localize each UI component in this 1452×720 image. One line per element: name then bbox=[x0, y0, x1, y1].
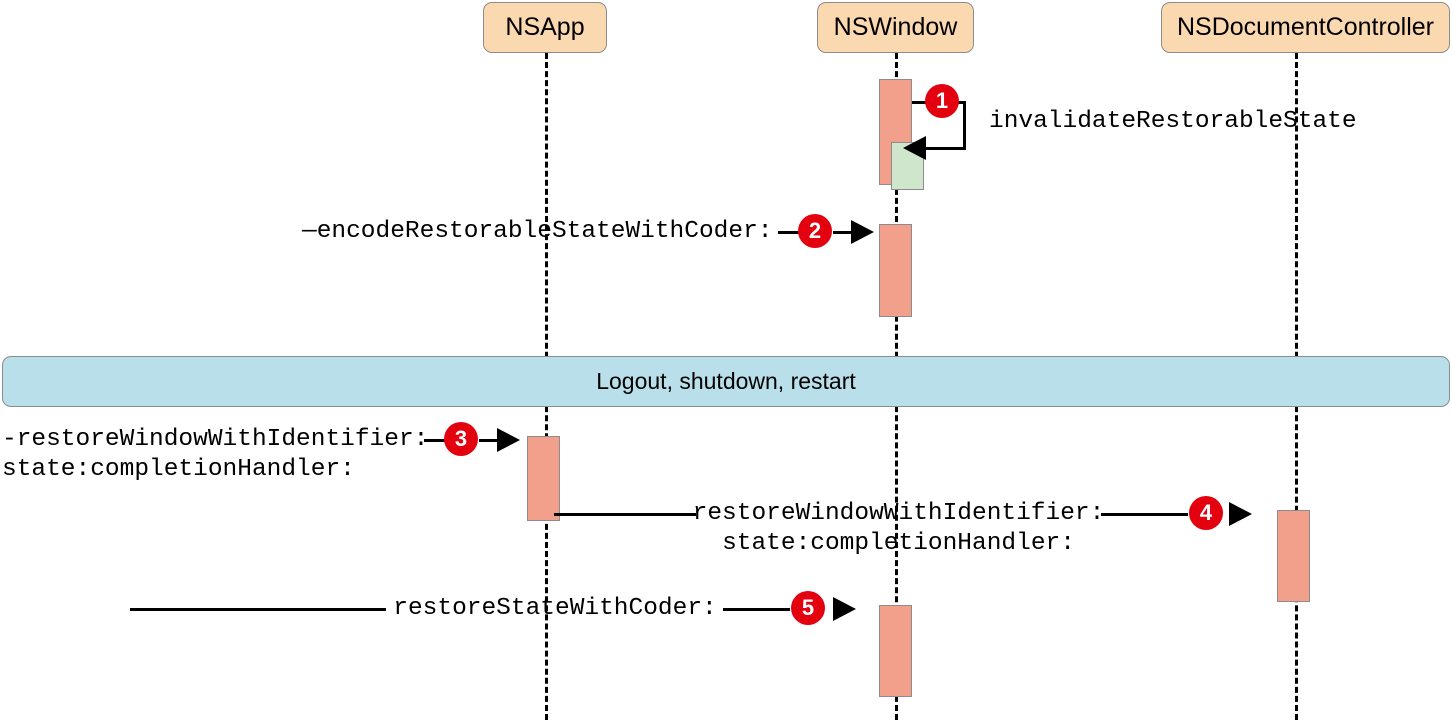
message-line-3-a bbox=[424, 439, 445, 442]
activation-bar-nsapp-3 bbox=[527, 436, 560, 521]
step-badge-5[interactable]: 5 bbox=[791, 591, 825, 625]
activation-bar-nswindow-5 bbox=[879, 605, 912, 697]
message-line-4-b bbox=[1101, 513, 1188, 516]
lifeline-header-label: NSApp bbox=[505, 13, 585, 41]
message-line-5-b bbox=[723, 608, 790, 611]
step-badge-1[interactable]: 1 bbox=[925, 84, 959, 118]
message-label-2: —encodeRestorableStateWithCoder: bbox=[302, 217, 772, 247]
message-label-1: invalidateRestorableState bbox=[989, 107, 1357, 137]
message-label-3-line2: state:completionHandler: bbox=[2, 456, 355, 483]
message-line-4-a bbox=[554, 513, 696, 516]
self-call-line-vertical bbox=[963, 101, 966, 148]
message-label-5-line1: restoreStateWithCoder: bbox=[393, 595, 717, 622]
step-badge-number: 4 bbox=[1199, 500, 1213, 525]
step-badge-number: 2 bbox=[808, 218, 822, 243]
message-arrowhead-2 bbox=[851, 220, 874, 244]
step-badge-number: 3 bbox=[454, 426, 468, 451]
activation-bar-nsdocumentcontroller-4 bbox=[1277, 510, 1310, 602]
message-label-4-line1: restoreWindowWithIdentifier: bbox=[692, 500, 1105, 527]
message-label-1-line1: invalidateRestorableState bbox=[989, 108, 1357, 135]
lifeline-header-nsapp[interactable]: NSApp bbox=[483, 2, 607, 53]
message-label-2-line1: —encodeRestorableStateWithCoder: bbox=[302, 218, 773, 245]
lifeline-header-label: NSWindow bbox=[833, 13, 958, 41]
fragment-banner-label: Logout, shutdown, restart bbox=[596, 368, 856, 394]
message-arrowhead-5 bbox=[833, 597, 856, 621]
message-arrowhead-3 bbox=[497, 428, 520, 452]
message-label-4-line2: state:completionHandler: bbox=[722, 530, 1075, 557]
step-badge-2[interactable]: 2 bbox=[798, 214, 832, 248]
message-label-4: restoreWindowWithIdentifier: state:comple… bbox=[690, 499, 1107, 559]
message-label-3: -restoreWindowWithIdentifier: state:compl… bbox=[2, 425, 428, 485]
fragment-banner-logout: Logout, shutdown, restart bbox=[2, 356, 1450, 407]
step-badge-number: 5 bbox=[801, 595, 815, 620]
activation-bar-nswindow-2 bbox=[879, 224, 912, 317]
message-label-5: restoreStateWithCoder: bbox=[386, 594, 724, 624]
lifeline-header-nsdocumentcontroller[interactable]: NSDocumentController bbox=[1161, 2, 1450, 53]
message-arrowhead-4 bbox=[1229, 502, 1252, 526]
message-line-2-b bbox=[833, 231, 851, 234]
message-line-2-a bbox=[778, 231, 800, 234]
message-label-3-line1: -restoreWindowWithIdentifier: bbox=[2, 426, 429, 453]
self-call-line-bottom bbox=[925, 147, 966, 150]
message-line-5-a bbox=[130, 608, 386, 611]
message-line-3-b bbox=[479, 439, 497, 442]
lifeline-header-label: NSDocumentController bbox=[1176, 13, 1435, 41]
step-badge-number: 1 bbox=[935, 88, 949, 113]
step-badge-3[interactable]: 3 bbox=[444, 422, 478, 456]
self-call-arrowhead bbox=[903, 136, 926, 160]
step-badge-4[interactable]: 4 bbox=[1189, 496, 1223, 530]
lifeline-header-nswindow[interactable]: NSWindow bbox=[817, 2, 974, 53]
